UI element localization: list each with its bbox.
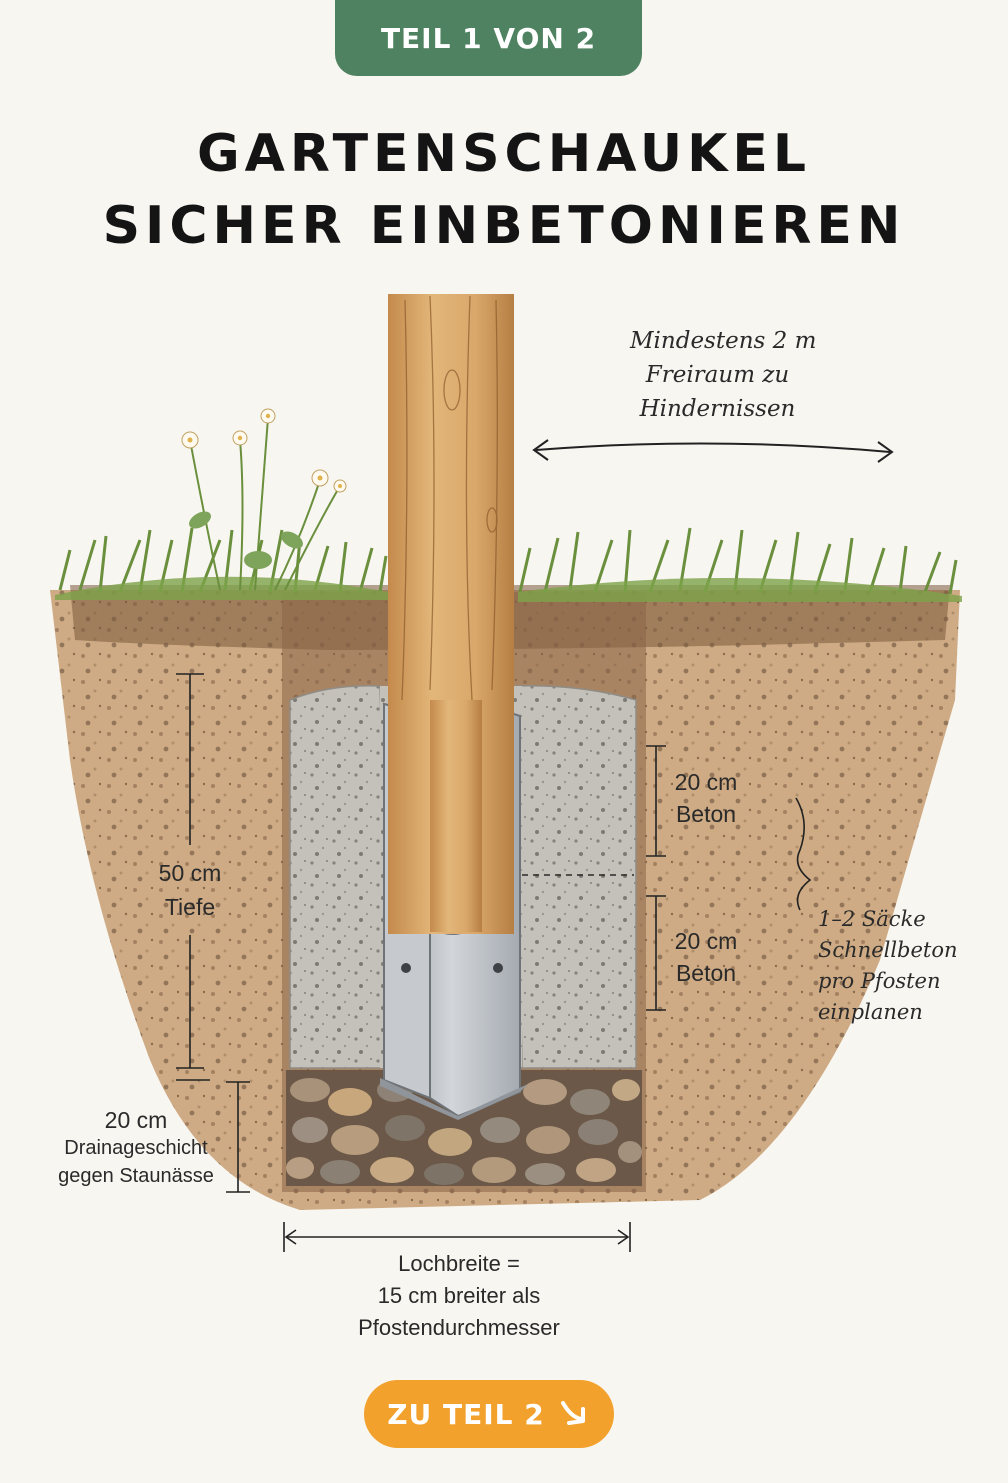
flower-leaves [189, 511, 303, 569]
gravel-stones [286, 1078, 642, 1185]
bags-label: 1–2 Säcke Schnellbeton pro Pfosten einpl… [818, 907, 958, 1024]
clearance-label: Mindestens 2 m Freiraum zu Hindernissen [630, 328, 817, 422]
concrete-lower-label: 20 cm Beton [674, 928, 738, 986]
concrete-dimensions [646, 745, 666, 1011]
title-line-1: GARTENSCHAUKEL [196, 124, 812, 184]
wood-grain [401, 295, 498, 701]
hole-width-label: Lochbreite = 15 cm breiter als Pfostendu… [358, 1251, 560, 1340]
page-title: GARTENSCHAUKEL SICHER EINBETONIEREN [0, 118, 1008, 262]
next-part-label: ZU TEIL 2 [387, 1397, 545, 1431]
concrete-upper-label: 20 cm Beton [674, 769, 738, 827]
hole-width-dimension [283, 1222, 631, 1252]
post-anchor-base [380, 1078, 528, 1120]
bags-brace [795, 797, 812, 911]
depth-dimension [176, 673, 204, 1069]
clearance-arrow [532, 439, 894, 463]
drainage-label: 20 cm Drainageschicht gegen Staunässe [58, 1107, 214, 1187]
title-line-2: SICHER EINBETONIEREN [102, 196, 906, 256]
drainage-dimension [176, 1079, 250, 1193]
arrow-down-right-icon [557, 1397, 591, 1431]
grass-right-base [518, 577, 962, 602]
part-badge: TEIL 1 VON 2 [335, 0, 642, 76]
wooden-post-in-anchor [430, 700, 482, 932]
next-part-button[interactable]: ZU TEIL 2 [364, 1380, 614, 1448]
grass-left-base [55, 576, 388, 600]
flower-centers [187, 413, 342, 488]
depth-label: 50 cm Tiefe [158, 860, 222, 920]
